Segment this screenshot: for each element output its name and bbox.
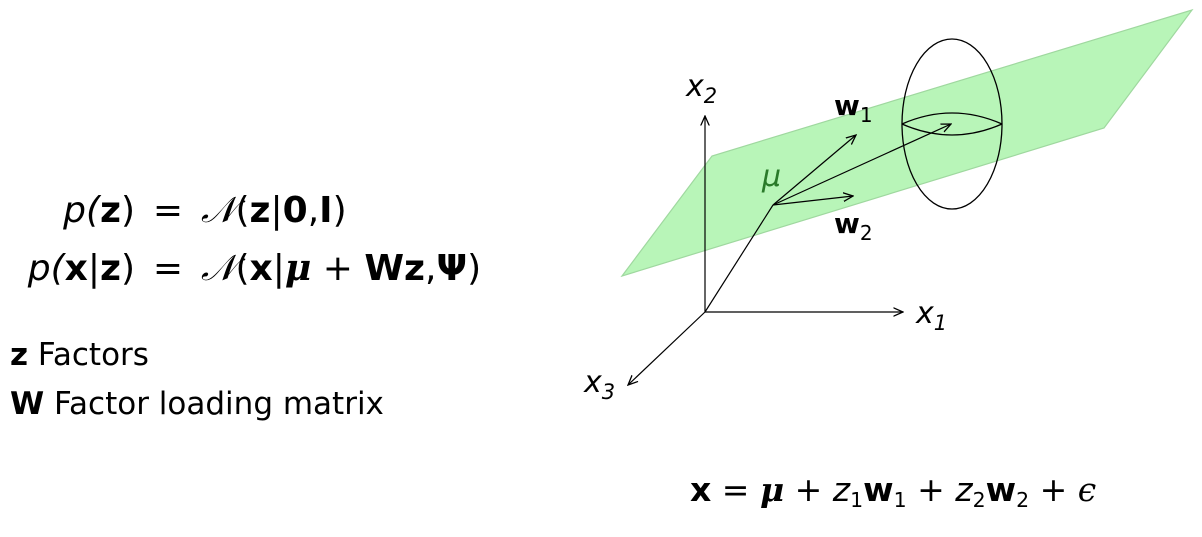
data-point-vector	[772, 124, 951, 206]
latent-plane	[620, 8, 1194, 278]
axis-x3-label: x3	[583, 365, 615, 404]
mu-vector	[704, 204, 774, 313]
legend-item-factors: z Factors	[10, 337, 149, 373]
equation-likelihood-equals: =	[152, 248, 184, 289]
equation-prior-rhs: 𝒩(z|0,I)	[201, 190, 347, 231]
w2-label: w2	[834, 207, 873, 245]
axis-x1-label: x1	[915, 296, 947, 335]
noise-ellipse-back	[901, 112, 1003, 125]
legend-item-loading-matrix: W Factor loading matrix	[10, 386, 384, 422]
w2-vector	[772, 196, 853, 206]
equation-likelihood: p(x|z) = 𝒩(x|μ + Wz,Ψ)	[0, 247, 481, 303]
mu-label: μ	[761, 159, 781, 194]
axis-x3	[628, 311, 706, 385]
noise-ellipse-front	[901, 123, 1003, 136]
equation-likelihood-lhs: p(x|z)	[27, 248, 135, 289]
w1-label: w1	[834, 89, 873, 127]
axis-x2-label: x2	[685, 69, 717, 108]
equation-prior-lhs: p(z)	[63, 190, 135, 231]
w1-vector	[772, 135, 856, 206]
generative-equation: x = μ + z1w1 + z2w2 + ϵ	[690, 470, 1097, 513]
equation-prior: p(z) = 𝒩(z|0,I)	[0, 190, 347, 246]
equation-likelihood-rhs: 𝒩(x|μ + Wz,Ψ)	[201, 247, 482, 289]
equation-prior-equals: =	[152, 190, 184, 231]
